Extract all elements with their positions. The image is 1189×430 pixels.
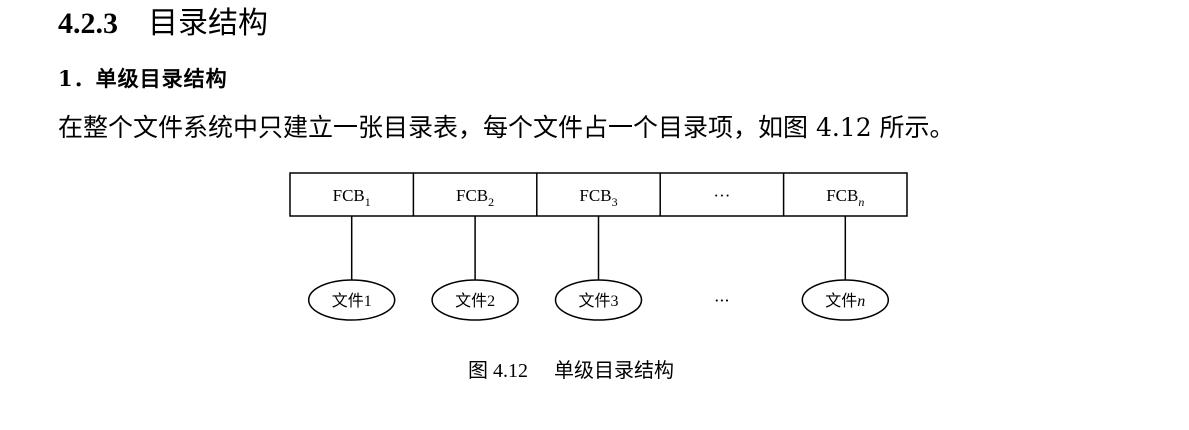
fcb-cell-label: FCB2 [456, 186, 494, 209]
fcb-cell-label: ··· [713, 186, 730, 205]
file-label: ··· [714, 291, 729, 310]
figure-caption-number: 图 4.12 [468, 360, 528, 382]
file-node [554, 279, 643, 321]
fcb-cell-label: FCBn [826, 186, 864, 209]
figure-caption: 图 4.12 单级目录结构 [468, 354, 674, 383]
section-title: 目录结构 [148, 6, 268, 41]
figure-caption-title: 单级目录结构 [554, 358, 674, 382]
file-label: 文件3 [578, 291, 618, 310]
fcb-cell-label: FCB1 [333, 186, 371, 209]
fcb-cell-label: FCB3 [579, 186, 617, 209]
file-label: 文件2 [455, 291, 495, 310]
file-node [431, 279, 519, 321]
file-label: 文件n [825, 291, 865, 310]
subsection-heading: 1．单级目录结构 [58, 66, 228, 91]
file-label: 文件1 [332, 291, 372, 310]
file-node [307, 279, 396, 321]
section-number: 4.2.3 [58, 7, 118, 40]
file-node [801, 279, 890, 321]
section-heading: 4.2.3 目录结构 [58, 0, 268, 42]
body-paragraph: 在整个文件系统中只建立一张目录表，每个文件占一个目录项，如图 4.12 所示。 [58, 113, 955, 142]
